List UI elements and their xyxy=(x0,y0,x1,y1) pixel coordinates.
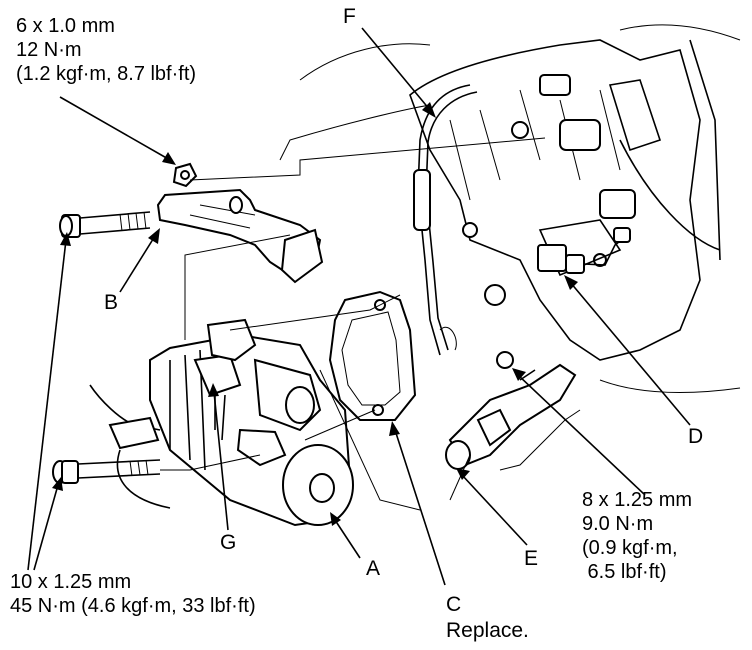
callout-b: B xyxy=(104,291,119,314)
starter-motor-a xyxy=(52,318,354,527)
spec-line: 8 x 1.25 mm xyxy=(582,489,693,511)
assembly-guide-lines xyxy=(160,137,546,511)
spec-line: 9.0 N·m xyxy=(582,513,654,535)
engine-block xyxy=(279,24,741,394)
callout-c-note: Replace. xyxy=(446,619,529,642)
harness-f xyxy=(413,84,478,356)
callout-a: A xyxy=(366,557,381,580)
spec-line: 45 N·m (4.6 kgf·m, 33 lbf·ft) xyxy=(10,595,256,617)
leader-lines xyxy=(27,27,691,586)
connector-d xyxy=(537,227,631,274)
callout-e: E xyxy=(524,547,539,570)
sensor-e xyxy=(445,351,581,471)
spec-starter-bolts: 10 x 1.25 mm 45 N·m (4.6 kgf·m, 33 lbf·f… xyxy=(10,570,256,618)
callout-d: D xyxy=(688,425,704,448)
gasket-c xyxy=(328,290,417,421)
bracket-b xyxy=(59,162,324,284)
spec-line: 10 x 1.25 mm xyxy=(10,571,132,593)
spec-line: 6.5 lbf·ft) xyxy=(582,561,667,583)
spec-bracket-nut: 6 x 1.0 mm 12 N·m (1.2 kgf·m, 8.7 lbf·ft… xyxy=(16,14,196,86)
spec-sensor-bolt: 8 x 1.25 mm 9.0 N·m (0.9 kgf·m, 6.5 lbf·… xyxy=(582,488,692,584)
spec-line: 6 x 1.0 mm xyxy=(16,15,115,37)
spec-line: (1.2 kgf·m, 8.7 lbf·ft) xyxy=(16,63,197,85)
spec-line: 12 N·m xyxy=(16,39,82,61)
callout-c: C xyxy=(446,593,462,616)
callout-f: F xyxy=(343,5,356,28)
callout-g: G xyxy=(220,531,237,554)
spec-line: (0.9 kgf·m, xyxy=(582,537,678,559)
